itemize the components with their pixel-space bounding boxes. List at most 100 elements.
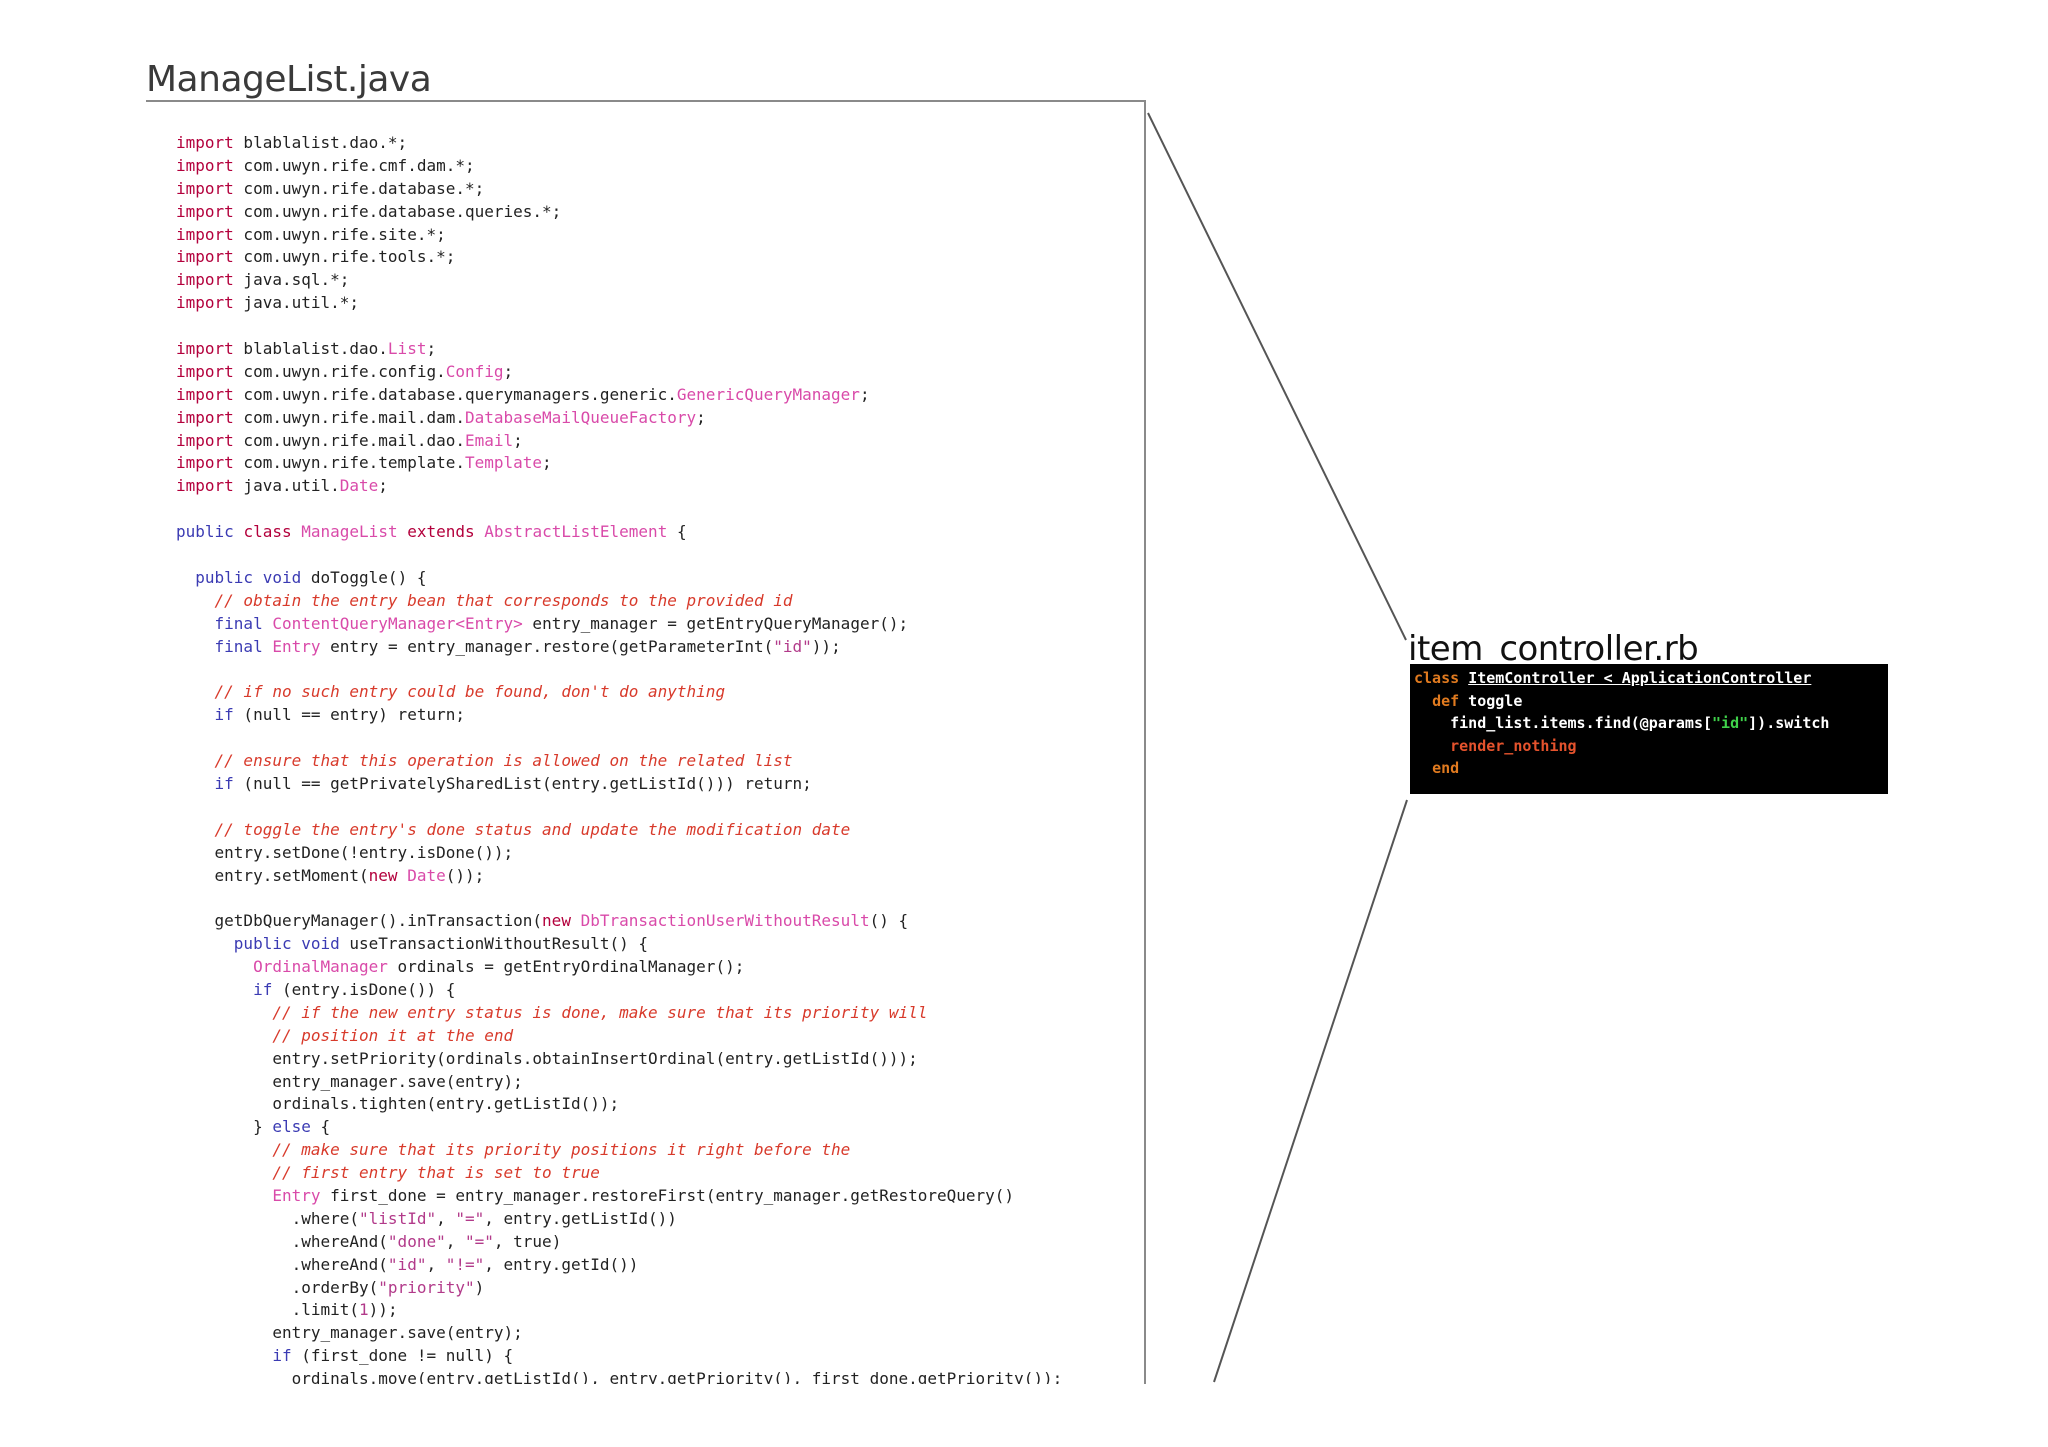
code-token: com.uwyn.rife.cmf.dam.*; xyxy=(233,155,475,175)
java-code-line: import com.uwyn.rife.tools.*; xyxy=(176,246,1062,269)
code-token: ; xyxy=(426,339,437,359)
code-token: new xyxy=(542,911,571,931)
code-token: Template xyxy=(464,453,543,473)
java-code-line: import com.uwyn.rife.mail.dam.DatabaseMa… xyxy=(176,407,1062,430)
code-token: import xyxy=(176,361,234,381)
code-token xyxy=(176,980,253,999)
code-token: ; xyxy=(859,384,870,404)
code-token: , entry.getId()) xyxy=(484,1254,639,1274)
code-token: public xyxy=(176,522,234,542)
java-code-line: .orderBy("priority") xyxy=(176,1277,1062,1300)
code-token: entry.setDone(!entry.isDone()); xyxy=(176,842,514,862)
java-code-line: import com.uwyn.rife.template.Template; xyxy=(176,452,1062,475)
code-token: ]).switch xyxy=(1748,714,1830,733)
java-code-block: import blablalist.dao.*;import com.uwyn.… xyxy=(176,132,1062,1384)
java-code-line: import com.uwyn.rife.database.queries.*; xyxy=(176,201,1062,224)
code-token: DatabaseMailQueueFactory xyxy=(464,407,697,427)
code-token xyxy=(176,637,215,656)
code-token: import xyxy=(176,476,234,496)
code-token xyxy=(475,522,485,541)
java-code-line: import blablalist.dao.List; xyxy=(176,338,1062,361)
code-token: if xyxy=(214,705,234,725)
code-token xyxy=(176,820,215,839)
java-code-line: final ContentQueryManager<Entry> entry_m… xyxy=(176,613,1062,636)
ruby-code-line: def toggle xyxy=(1414,690,1829,713)
code-token: end xyxy=(1432,759,1460,778)
code-token xyxy=(176,1026,272,1045)
java-code-line: final Entry entry = entry_manager.restor… xyxy=(176,636,1062,659)
code-token: void xyxy=(301,934,340,954)
code-token: java.util.*; xyxy=(233,293,360,313)
code-token: import xyxy=(176,133,234,152)
java-code-line: getDbQueryManager().inTransaction(new Db… xyxy=(176,910,1062,933)
code-token: entry = entry_manager.restore(getParamet… xyxy=(320,636,774,656)
code-token: ItemController < ApplicationController xyxy=(1468,669,1812,687)
code-token: if xyxy=(272,1346,292,1366)
code-token xyxy=(398,866,408,885)
code-token xyxy=(176,1186,272,1205)
java-code-line: import com.uwyn.rife.config.Config; xyxy=(176,361,1062,384)
code-token: (null == getPrivatelySharedList(entry.ge… xyxy=(233,773,812,793)
code-token: import xyxy=(176,178,234,198)
code-token: getDbQueryManager().inTransaction( xyxy=(176,911,543,931)
code-token: com.uwyn.rife.mail.dam. xyxy=(233,407,465,427)
code-token: , xyxy=(445,1231,465,1251)
code-token: entry_manager.save(entry); xyxy=(176,1323,523,1343)
code-token xyxy=(176,957,253,976)
code-token: import xyxy=(176,339,234,359)
ruby-code-line: find_list.items.find(@params["id"]).swit… xyxy=(1414,712,1829,735)
code-token: ContentQueryManager<Entry> xyxy=(272,613,523,633)
code-token xyxy=(398,522,408,541)
java-code-line: .whereAnd("id", "!=", entry.getId()) xyxy=(176,1254,1062,1277)
ruby-code-line: end xyxy=(1414,757,1829,780)
java-code-line xyxy=(176,796,1062,819)
java-code-line: entry.setMoment(new Date()); xyxy=(176,865,1062,888)
java-code-line xyxy=(176,315,1062,338)
code-token: "!=" xyxy=(445,1254,485,1274)
code-token: com.uwyn.rife.database.*; xyxy=(233,178,485,198)
code-token: List xyxy=(387,339,427,359)
code-token: ) xyxy=(474,1277,485,1297)
code-token: ; xyxy=(513,430,523,450)
java-code-line: // obtain the entry bean that correspond… xyxy=(176,590,1062,613)
code-token: public xyxy=(233,934,292,954)
code-token: Entry xyxy=(272,636,321,656)
code-token: import xyxy=(176,453,234,473)
code-token: blablalist.dao.*; xyxy=(233,133,408,152)
code-token: com.uwyn.rife.site.*; xyxy=(233,224,446,244)
code-token: ; xyxy=(378,476,388,496)
code-token: // make sure that its priority positions… xyxy=(272,1140,851,1160)
code-token: OrdinalManager xyxy=(253,957,388,977)
code-token: DbTransactionUserWithoutResult xyxy=(580,911,870,931)
java-code-line: // ensure that this operation is allowed… xyxy=(176,750,1062,773)
code-token xyxy=(571,911,581,930)
java-code-line: Entry first_done = entry_manager.restore… xyxy=(176,1185,1062,1208)
code-token: "priority" xyxy=(378,1277,475,1297)
code-token: import xyxy=(176,384,234,404)
code-token xyxy=(176,751,215,770)
code-token: final xyxy=(214,636,263,656)
code-token xyxy=(292,934,302,953)
code-token: GenericQueryManager xyxy=(676,384,860,404)
code-token: Config xyxy=(445,361,504,381)
java-code-line xyxy=(176,544,1062,567)
java-code-line: // first entry that is set to true xyxy=(176,1162,1062,1185)
java-code-line: import com.uwyn.rife.database.*; xyxy=(176,178,1062,201)
connector-line-bottom xyxy=(1213,799,1408,1383)
code-token: com.uwyn.rife.mail.dao. xyxy=(233,430,465,450)
code-token: com.uwyn.rife.tools.*; xyxy=(233,247,456,267)
code-token: toggle xyxy=(1459,691,1523,710)
java-code-line: // toggle the entry's done status and up… xyxy=(176,819,1062,842)
code-token xyxy=(234,522,244,541)
code-token: entry_manager.save(entry); xyxy=(176,1071,523,1091)
code-token: doToggle() { xyxy=(301,567,427,587)
code-token: void xyxy=(262,567,302,587)
code-token: public xyxy=(195,567,254,587)
code-token: extends xyxy=(407,522,475,542)
java-code-line: // position it at the end xyxy=(176,1025,1062,1048)
code-token: , xyxy=(426,1254,446,1274)
java-code-line: entry.setPriority(ordinals.obtainInsertO… xyxy=(176,1048,1062,1071)
ruby-code-panel: class ItemController < ApplicationContro… xyxy=(1410,664,1888,794)
ruby-code-line: render_nothing xyxy=(1414,735,1829,758)
code-token: import xyxy=(176,293,234,313)
